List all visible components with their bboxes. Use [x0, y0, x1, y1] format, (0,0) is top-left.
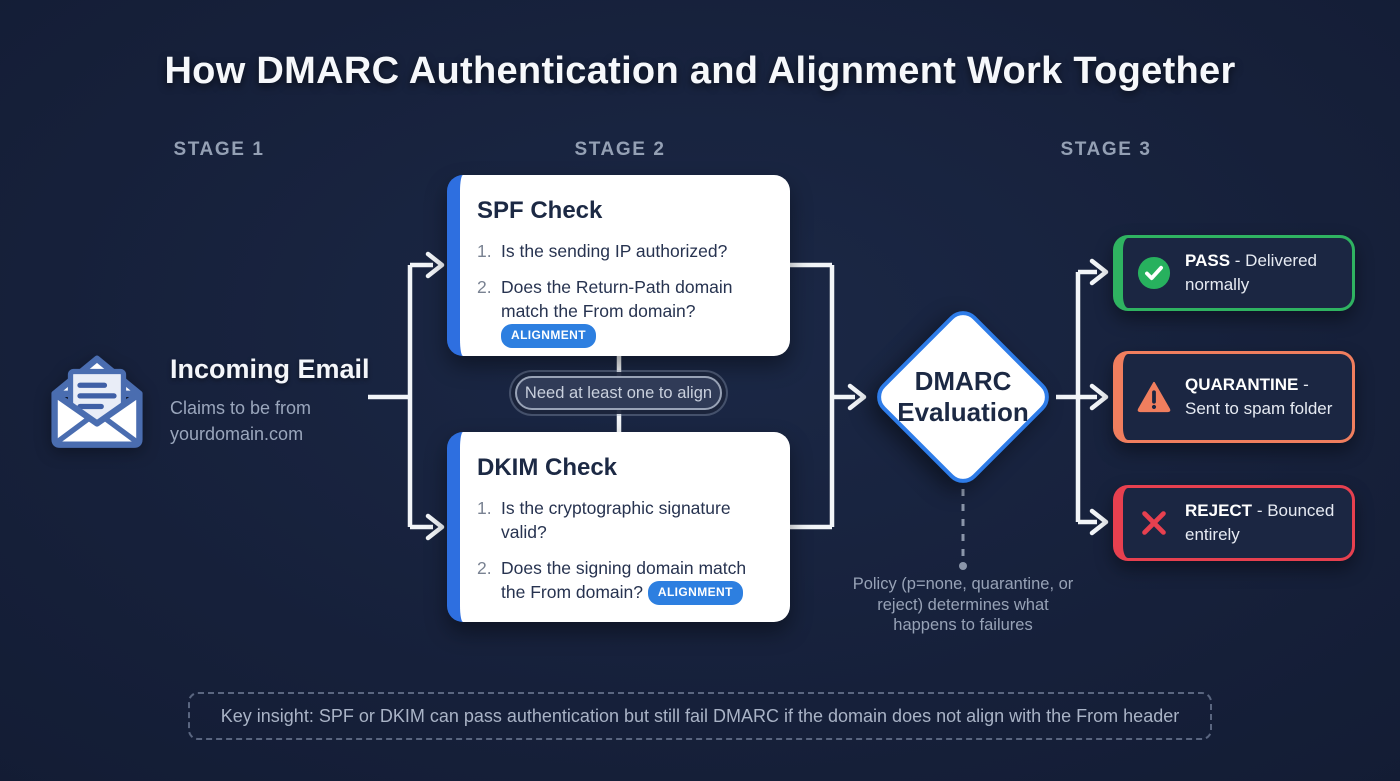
- stage-2-label: STAGE 2: [574, 139, 666, 160]
- list-number: 2.: [477, 558, 492, 579]
- outcome-reject-text: REJECT - Bounced entirely: [1185, 499, 1337, 547]
- arrowhead-pass-icon: [1089, 258, 1109, 286]
- spf-item-2-text: Does the Return-Path domain match the Fr…: [501, 275, 766, 348]
- incoming-email-block: Incoming Email Claims to be from yourdom…: [44, 344, 370, 452]
- dkim-item-2: 2. Does the signing domain match the Fro…: [477, 556, 766, 605]
- spf-card-title: SPF Check: [477, 197, 603, 224]
- x-mark-icon: [1142, 511, 1166, 535]
- outcome-quarantine-desc: - Sent to spam folder: [1185, 375, 1333, 418]
- dkim-check-card: DKIM Check 1. Is the cryptographic signa…: [447, 432, 790, 622]
- warning-triangle-icon: [1137, 381, 1171, 413]
- alignment-badge: ALIGNMENT: [647, 581, 743, 605]
- outcome-quarantine-label: QUARANTINE: [1185, 375, 1299, 395]
- arrowhead-quarantine-icon: [1089, 383, 1109, 411]
- dmarc-evaluation-label: DMARC Evaluation: [883, 366, 1043, 427]
- policy-dot: [959, 562, 967, 570]
- stage-3-label: STAGE 3: [1060, 139, 1152, 160]
- dkim-card-title: DKIM Check: [477, 454, 618, 481]
- policy-note: Policy (p=none, quarantine, or reject) d…: [852, 575, 1074, 635]
- dmarc-label-line1: DMARC: [914, 366, 1012, 396]
- spf-item-1: 1. Is the sending IP authorized?: [477, 239, 766, 263]
- outcome-quarantine-text: QUARANTINE - Sent to spam folder: [1185, 373, 1337, 421]
- outcome-reject-label: REJECT: [1185, 501, 1253, 521]
- open-envelope-icon: [51, 355, 143, 448]
- dkim-item-1-text: Is the cryptographic signature valid?: [501, 498, 731, 543]
- spf-check-card: SPF Check 1. Is the sending IP authorize…: [447, 175, 790, 356]
- outcome-pass-label: PASS: [1185, 251, 1231, 271]
- list-number: 2.: [477, 277, 492, 298]
- page-title: How DMARC Authentication and Alignment W…: [164, 50, 1236, 92]
- list-number: 1.: [477, 498, 492, 518]
- arrowhead-reject-icon: [1089, 508, 1109, 536]
- outcome-pass-desc: - Delivered normally: [1185, 251, 1317, 294]
- outcome-reject-desc: - Bounced entirely: [1185, 501, 1335, 544]
- dkim-item-2-text: Does the signing domain match the From d…: [501, 556, 766, 605]
- outcome-quarantine-box: QUARANTINE - Sent to spam folder: [1113, 351, 1355, 443]
- incoming-email-title: Incoming Email: [170, 354, 370, 384]
- arrowhead-dkim-icon: [425, 513, 445, 541]
- outcome-pass-box: PASS - Delivered normally: [1113, 235, 1355, 311]
- spf-item-2-question: Does the Return-Path domain match the Fr…: [501, 277, 733, 322]
- spf-item-1-text: Is the sending IP authorized?: [501, 241, 728, 261]
- dkim-item-2-question: Does the signing domain match the From d…: [501, 558, 747, 603]
- incoming-email-subtitle: Claims to be from yourdomain.com: [170, 398, 312, 445]
- arrowhead-diamond-icon: [847, 383, 867, 411]
- list-number: 1.: [477, 241, 492, 261]
- outcome-reject-box: REJECT - Bounced entirely: [1113, 485, 1355, 561]
- key-insight-box: Key insight: SPF or DKIM can pass authen…: [188, 692, 1212, 740]
- dmarc-label-line2: Evaluation: [897, 396, 1029, 427]
- dkim-item-1: 1. Is the cryptographic signature valid?: [477, 496, 766, 544]
- check-circle-icon: [1137, 256, 1171, 290]
- alignment-requirement-pill: Need at least one to align: [515, 376, 722, 410]
- alignment-badge: ALIGNMENT: [501, 324, 596, 348]
- stage-1-label: STAGE 1: [173, 139, 265, 160]
- arrowhead-spf-icon: [425, 251, 445, 279]
- outcome-pass-text: PASS - Delivered normally: [1185, 249, 1337, 297]
- spf-item-2: 2. Does the Return-Path domain match the…: [477, 275, 766, 348]
